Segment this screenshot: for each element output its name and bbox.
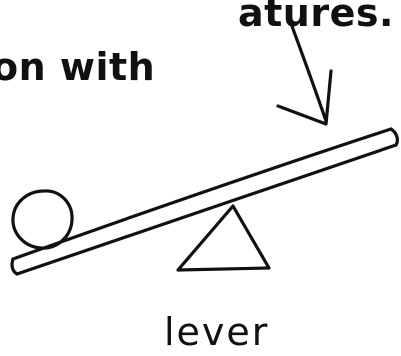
fulcrum [176, 204, 271, 272]
text-line-second: on with [0, 45, 156, 89]
arrow-shaft [287, 16, 328, 123]
lever-caption: lever [164, 310, 270, 354]
ball [11, 189, 74, 250]
arrow-icon [276, 16, 333, 126]
arrow-head [276, 69, 333, 126]
text-line-top: atures. [238, 0, 394, 35]
lever-plank [10, 127, 399, 276]
